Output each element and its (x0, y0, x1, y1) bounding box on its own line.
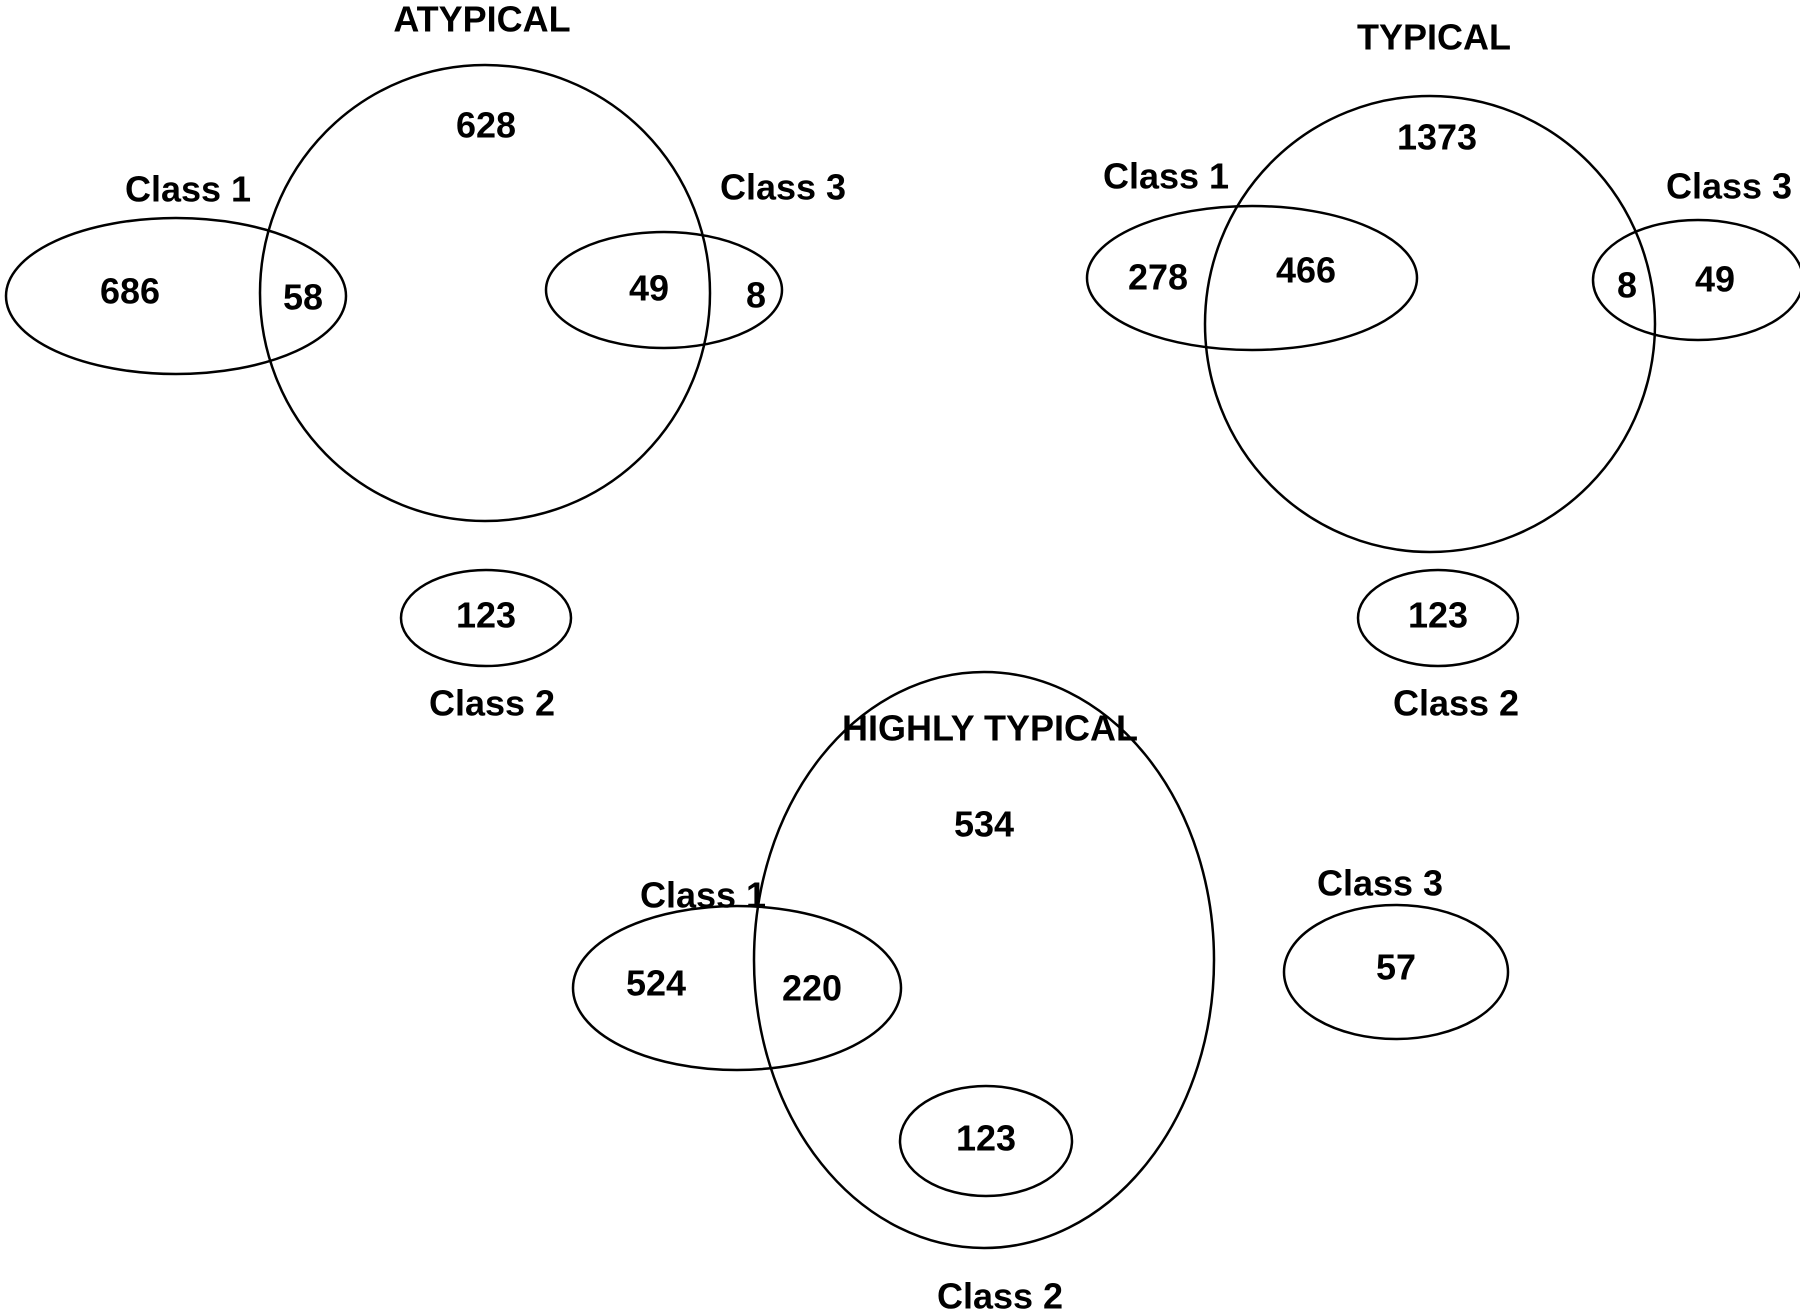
class1-main-overlap-count: 466 (1276, 250, 1336, 291)
main-only-count: 628 (456, 105, 516, 146)
class2-count: 123 (956, 1118, 1016, 1159)
class3-label: Class 3 (1666, 166, 1792, 207)
class3-only-count: 8 (746, 275, 766, 316)
main-only-count: 534 (954, 804, 1014, 845)
class3-ellipse (1591, 218, 1800, 342)
panel-title: ATYPICAL (393, 0, 570, 40)
panel-atypical: ATYPICAL Class 1 Class 3 Class 2 628 686… (4, 0, 846, 724)
class2-label: Class 2 (1393, 683, 1519, 724)
class1-only-count: 524 (626, 963, 686, 1004)
class1-label: Class 1 (640, 875, 766, 916)
class2-ellipse (399, 568, 573, 668)
class2-count: 123 (1408, 595, 1468, 636)
class3-main-overlap-count: 8 (1617, 265, 1637, 306)
main-set-circle (1203, 94, 1657, 554)
class1-ellipse (1085, 204, 1419, 352)
main-set-circle (258, 63, 712, 523)
class2-label: Class 2 (429, 683, 555, 724)
panel-highly-typical: HIGHLY TYPICAL Class 1 Class 3 Class 2 5… (571, 670, 1510, 1313)
class3-ellipse (544, 230, 784, 350)
class3-only-count: 57 (1376, 947, 1416, 988)
class3-label: Class 3 (1317, 863, 1443, 904)
main-only-count: 1373 (1397, 117, 1477, 158)
panel-title: TYPICAL (1357, 17, 1511, 58)
class1-only-count: 278 (1128, 257, 1188, 298)
class2-label: Class 2 (937, 1276, 1063, 1313)
class1-main-overlap-count: 58 (283, 277, 323, 318)
panel-title: HIGHLY TYPICAL (842, 708, 1138, 749)
class3-ellipse (1282, 903, 1510, 1041)
class1-ellipse (4, 216, 348, 376)
class2-count: 123 (456, 595, 516, 636)
class2-ellipse (898, 1084, 1074, 1198)
main-set-circle (752, 670, 1216, 1250)
class3-label: Class 3 (720, 167, 846, 208)
class1-main-overlap-count: 220 (782, 968, 842, 1009)
class2-ellipse (1356, 568, 1520, 668)
panel-typical: TYPICAL Class 1 Class 3 Class 2 1373 278… (1085, 17, 1800, 724)
class3-main-overlap-count: 49 (629, 268, 669, 309)
class1-label: Class 1 (1103, 156, 1229, 197)
class1-label: Class 1 (125, 169, 251, 210)
class3-only-count: 49 (1695, 259, 1735, 300)
class1-ellipse (571, 904, 903, 1072)
class1-only-count: 686 (100, 271, 160, 312)
